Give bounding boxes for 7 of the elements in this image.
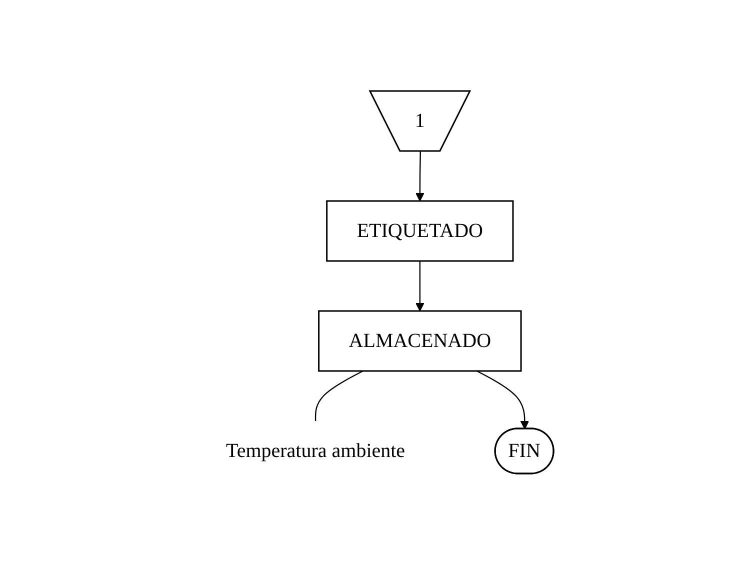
arrow: [416, 150, 425, 201]
connector: [315, 370, 364, 420]
node-box: ALMACENADO: [318, 310, 522, 372]
arrow: [416, 260, 425, 311]
arrow: [476, 370, 530, 429]
node-text: Temperatura ambiente: [226, 439, 406, 462]
node-box: ETIQUETADO: [326, 200, 514, 262]
